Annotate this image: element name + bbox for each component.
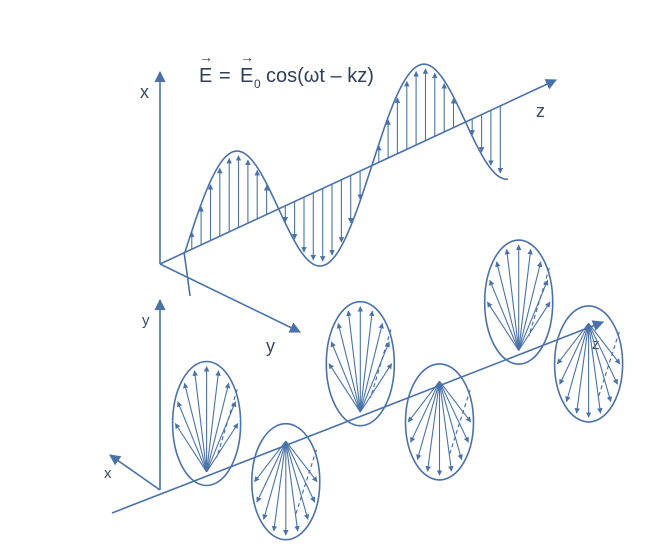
rotating-field-loops xyxy=(171,239,624,541)
equation-amplitude: E xyxy=(240,65,253,87)
field-vector xyxy=(486,301,520,351)
field-vector xyxy=(328,363,361,413)
field-vector xyxy=(359,363,393,413)
field-vector xyxy=(438,381,463,461)
field-vector xyxy=(518,261,543,351)
field-vector xyxy=(407,380,440,423)
equation-rhs: cos(ωt – kz) xyxy=(266,65,374,87)
y-axis-bottom-label: y xyxy=(142,312,150,329)
y-axis-label: y xyxy=(266,336,275,356)
curve-tail xyxy=(183,251,191,297)
field-vector xyxy=(206,382,231,473)
hidden-edge xyxy=(295,449,317,514)
z-axis-bottom xyxy=(111,320,605,514)
field-vector xyxy=(425,381,441,472)
field-vector xyxy=(588,323,603,414)
field-vector xyxy=(565,323,590,403)
field-vector xyxy=(504,248,520,351)
rotation-loop-outline xyxy=(250,422,321,541)
hidden-edge xyxy=(598,331,620,396)
field-vector xyxy=(206,370,221,472)
z-axis xyxy=(159,79,558,265)
linear-wave: E → = E → 0 cos(ωt – kz) x y z xyxy=(140,49,558,356)
field-vector xyxy=(359,310,375,413)
rotation-loop xyxy=(250,422,321,541)
field-vector xyxy=(174,423,208,473)
field-vector xyxy=(439,380,472,423)
field-vector xyxy=(556,322,590,365)
rotation-loop xyxy=(483,239,554,365)
field-vector xyxy=(192,370,208,472)
field-vector xyxy=(359,322,384,413)
field-vector xyxy=(489,279,520,351)
rotation-loop xyxy=(553,305,624,423)
rotation-loop xyxy=(325,300,396,427)
electric-field-vectors xyxy=(189,68,504,262)
field-vector xyxy=(285,440,316,503)
field-vector xyxy=(330,341,361,413)
field-vector xyxy=(346,310,361,413)
x-axis-bottom xyxy=(109,454,161,491)
field-vector xyxy=(177,401,208,473)
field-vector xyxy=(271,441,287,532)
field-vector xyxy=(254,440,287,483)
field-vector xyxy=(518,248,533,351)
x-axis-bottom-label: x xyxy=(104,465,112,482)
field-vector xyxy=(285,440,318,483)
rotation-loop-outline xyxy=(325,300,396,427)
field-vector xyxy=(206,423,239,473)
rotation-loop-outline xyxy=(483,239,554,365)
field-vector xyxy=(438,381,454,472)
rotation-loop-outline xyxy=(404,363,475,481)
field-vector xyxy=(285,441,300,532)
field-vector xyxy=(206,401,237,473)
wave-equation: E → = E → 0 cos(ωt – kz) xyxy=(199,49,374,91)
field-vector xyxy=(285,440,310,520)
y-axis xyxy=(159,263,302,333)
z-axis-label: z xyxy=(536,101,545,121)
vector-arrow-amplitude: → xyxy=(240,49,254,65)
x-axis-label: x xyxy=(140,82,149,102)
rotation-loop xyxy=(404,363,475,481)
field-vector xyxy=(410,381,440,443)
equation-lhs: E xyxy=(199,65,212,87)
rotation-loop-outline xyxy=(171,360,242,487)
field-vector xyxy=(518,279,549,351)
z-axis-bottom-label: z xyxy=(592,336,600,353)
field-vector xyxy=(588,322,621,365)
circular-wave: y x z xyxy=(104,239,624,541)
field-vector xyxy=(416,381,441,461)
field-vector xyxy=(588,323,613,403)
field-vector xyxy=(559,323,590,385)
field-vector xyxy=(439,381,469,443)
field-vector xyxy=(262,440,287,520)
hidden-edge xyxy=(449,389,471,454)
field-vector xyxy=(359,341,390,413)
field-vector xyxy=(183,382,208,473)
field-vector xyxy=(495,261,520,351)
equation-amplitude-subscript: 0 xyxy=(254,77,261,91)
vector-arrow-lhs: → xyxy=(199,49,213,65)
field-vector xyxy=(588,323,618,385)
equation-equals: = xyxy=(219,65,231,87)
field-vector xyxy=(518,301,551,351)
field-vector xyxy=(574,323,590,414)
rotation-loop-outline xyxy=(553,305,624,423)
electric-field-sine-curve xyxy=(184,63,508,267)
field-vector xyxy=(336,322,361,413)
rotation-loop xyxy=(171,360,242,487)
field-vector xyxy=(256,440,287,503)
